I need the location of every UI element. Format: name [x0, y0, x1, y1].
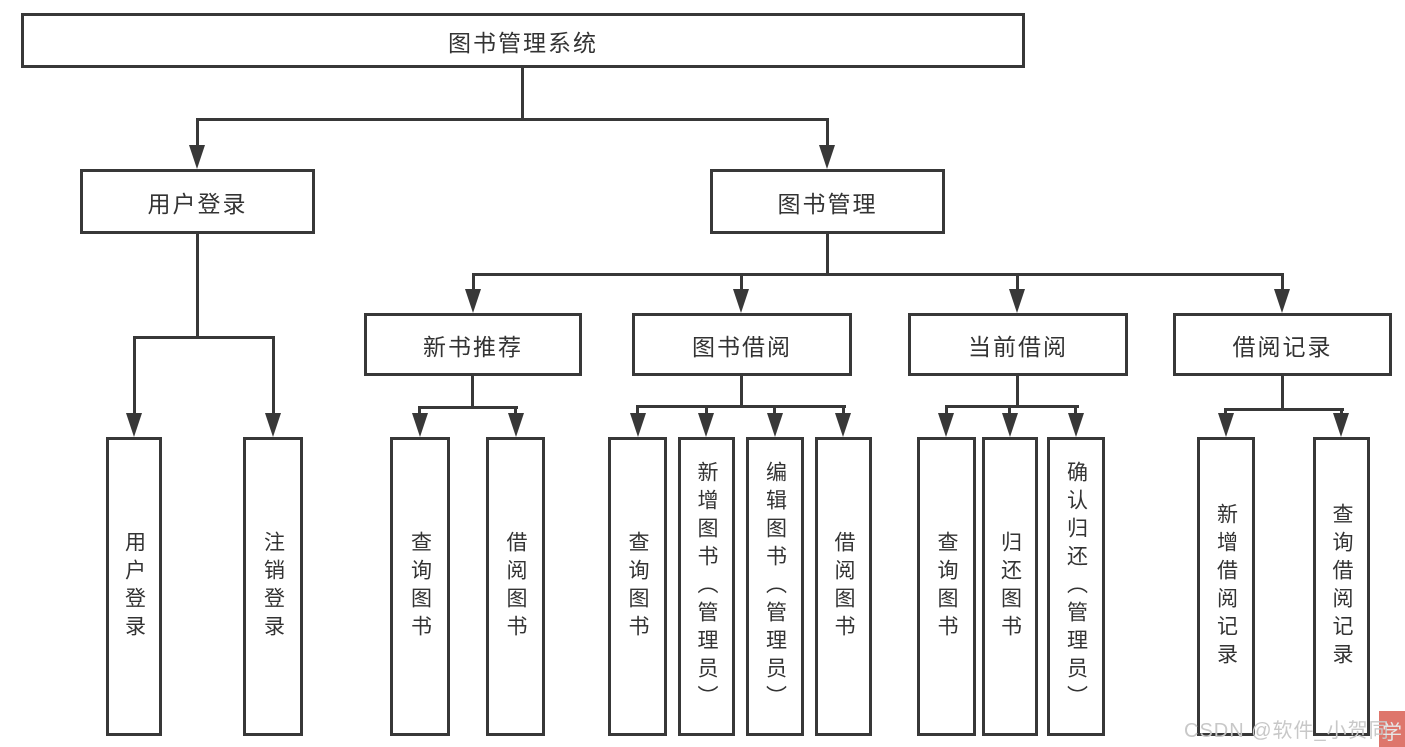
arrowhead [412, 413, 428, 437]
connector-user-login-vertical [196, 234, 199, 339]
arrowhead [733, 289, 749, 313]
arrowhead [1009, 289, 1025, 313]
connector-drop [636, 405, 639, 415]
arrowhead [1002, 413, 1018, 437]
leaf-user-login-label: 用户登录 [122, 530, 146, 643]
connector-drop [1340, 408, 1343, 416]
connector-root-horizontal [196, 118, 829, 121]
leaf-add-borrow-record-label: 新增借阅记录 [1214, 502, 1238, 671]
connector-drop [842, 405, 845, 415]
arrowhead [1068, 413, 1084, 437]
leaf-logout: 注销登录 [243, 437, 303, 736]
leaf-add-books-admin: 新增图书（管理员） [678, 437, 735, 736]
node-current-borrow: 当前借阅 [908, 313, 1128, 376]
connector-borrow-records-vertical [1281, 376, 1284, 411]
node-current-borrow-label: 当前借阅 [968, 333, 1068, 360]
connector-drop [514, 406, 517, 416]
connector-current-borrow-vertical [1016, 376, 1019, 408]
node-new-book-recommend-label: 新书推荐 [423, 333, 523, 360]
watermark-accent-block [1379, 711, 1405, 747]
arrowhead [508, 413, 524, 437]
leaf-newbook-query-books-label: 查询图书 [408, 530, 432, 643]
leaf-query-borrow-record-label: 查询借阅记录 [1330, 502, 1353, 671]
node-borrow-records: 借阅记录 [1173, 313, 1392, 376]
leaf-confirm-return-admin-label: 确认归还（管理员） [1064, 460, 1088, 713]
leaf-return-books: 归还图书 [982, 437, 1038, 736]
leaf-borrow-query-books-label: 查询图书 [626, 530, 649, 643]
leaf-query-borrow-record: 查询借阅记录 [1313, 437, 1370, 736]
connector-drop [705, 405, 708, 415]
connector-user-login-horizontal [133, 336, 275, 339]
leaf-newbook-query-books: 查询图书 [390, 437, 450, 736]
csdn-watermark-accent-char: 学 [1382, 722, 1402, 744]
node-book-management: 图书管理 [710, 169, 945, 234]
leaf-return-books-label: 归还图书 [998, 530, 1022, 643]
leaf-newbook-borrow-books-label: 借阅图书 [504, 530, 527, 643]
node-book-borrow: 图书借阅 [632, 313, 852, 376]
connector-book-borrow-horizontal [636, 405, 846, 408]
node-book-borrow-label: 图书借阅 [692, 333, 792, 360]
leaf-borrow-query-books: 查询图书 [608, 437, 667, 736]
node-user-login: 用户登录 [80, 169, 315, 234]
arrowhead [1333, 413, 1349, 437]
connector-drop-leaf-logout [272, 336, 275, 415]
connector-drop-book-borrow [740, 273, 743, 293]
leaf-user-login: 用户登录 [106, 437, 162, 736]
node-user-login-label: 用户登录 [147, 190, 248, 217]
arrowhead [1274, 289, 1290, 313]
connector-drop [1074, 405, 1077, 415]
leaf-edit-books-admin-label: 编辑图书（管理员） [763, 460, 787, 713]
node-root: 图书管理系统 [21, 13, 1025, 68]
connector-borrow-records-horizontal [1224, 408, 1344, 411]
connector-drop [773, 405, 776, 415]
connector-drop [418, 406, 421, 416]
arrowhead [465, 289, 481, 313]
leaf-logout-label: 注销登录 [261, 530, 285, 643]
arrowhead [698, 413, 714, 437]
arrowhead [630, 413, 646, 437]
connector-drop-new-book [472, 273, 475, 293]
node-root-label: 图书管理系统 [448, 29, 598, 56]
node-new-book-recommend: 新书推荐 [364, 313, 582, 376]
arrowhead [819, 145, 835, 169]
leaf-edit-books-admin: 编辑图书（管理员） [746, 437, 804, 736]
leaf-add-borrow-record: 新增借阅记录 [1197, 437, 1255, 736]
connector-current-borrow-horizontal [945, 405, 1079, 408]
arrowhead [126, 413, 142, 437]
arrowhead [767, 413, 783, 437]
csdn-watermark: CSDN @软件_小贺同 [1184, 720, 1390, 742]
connector-drop-current-borrow [1016, 273, 1019, 293]
leaf-newbook-borrow-books: 借阅图书 [486, 437, 545, 736]
arrowhead [265, 413, 281, 437]
connector-book-borrow-vertical [740, 376, 743, 408]
node-book-management-label: 图书管理 [777, 190, 878, 217]
connector-drop [1224, 408, 1227, 416]
leaf-current-query-books: 查询图书 [917, 437, 976, 736]
connector-drop-leaf-login [133, 336, 136, 415]
connector-drop-borrow-record [1281, 273, 1284, 293]
connector-book-management-horizontal [472, 273, 1284, 276]
arrowhead [835, 413, 851, 437]
connector-drop [1008, 405, 1011, 415]
connector-root-vertical [521, 68, 524, 121]
node-borrow-records-label: 借阅记录 [1232, 333, 1333, 360]
connector-new-book-horizontal [418, 406, 518, 409]
connector-drop [945, 405, 948, 415]
leaf-confirm-return-admin: 确认归还（管理员） [1047, 437, 1105, 736]
arrowhead [938, 413, 954, 437]
connector-new-book-vertical [471, 376, 474, 409]
connector-book-management-vertical [826, 234, 829, 276]
arrowhead [189, 145, 205, 169]
leaf-borrow-books: 借阅图书 [815, 437, 872, 736]
leaf-current-query-books-label: 查询图书 [935, 530, 958, 643]
arrowhead [1218, 413, 1234, 437]
connector-drop-user-login [196, 118, 199, 148]
connector-drop-book-management [826, 118, 829, 148]
leaf-borrow-books-label: 借阅图书 [832, 530, 855, 643]
leaf-add-books-admin-label: 新增图书（管理员） [695, 460, 718, 713]
